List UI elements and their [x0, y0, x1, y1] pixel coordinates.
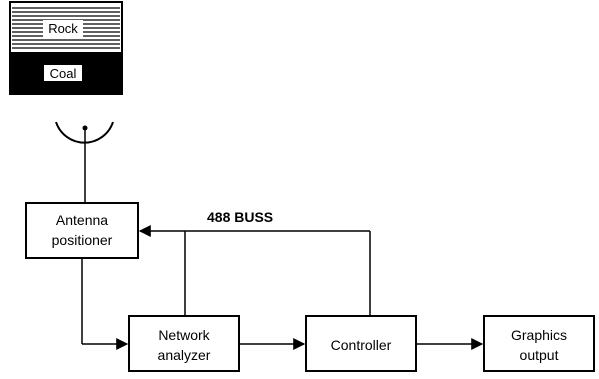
rock-label: Rock	[48, 21, 78, 36]
controller-block: Controller	[305, 315, 417, 372]
network-analyzer-line2: analyzer	[158, 347, 211, 363]
graphics-output-line2: output	[520, 347, 559, 363]
coal-label-bg	[44, 65, 82, 81]
coal-label: Coal	[50, 66, 77, 81]
controller-label: Controller	[331, 337, 392, 353]
antenna-dish-icon	[55, 121, 114, 203]
network-analyzer-line1: Network	[158, 327, 210, 343]
graphics-output-line1: Graphics	[511, 327, 567, 343]
network-analyzer-block: Network analyzer	[128, 315, 240, 372]
antenna-positioner-line1: Antenna	[56, 212, 108, 228]
graphics-output-block: Graphics output	[483, 315, 595, 372]
rock-label-bg	[43, 20, 83, 37]
bus-label: 488 BUSS	[207, 209, 273, 225]
positioner-to-analyzer-connector	[81, 258, 129, 350]
antenna-positioner-line2: positioner	[52, 232, 113, 248]
strata-sample: Rock Coal	[9, 1, 123, 95]
bus-lines	[138, 225, 371, 316]
rock-layer	[12, 7, 120, 49]
antenna-positioner-block: Antenna positioner	[25, 202, 139, 259]
